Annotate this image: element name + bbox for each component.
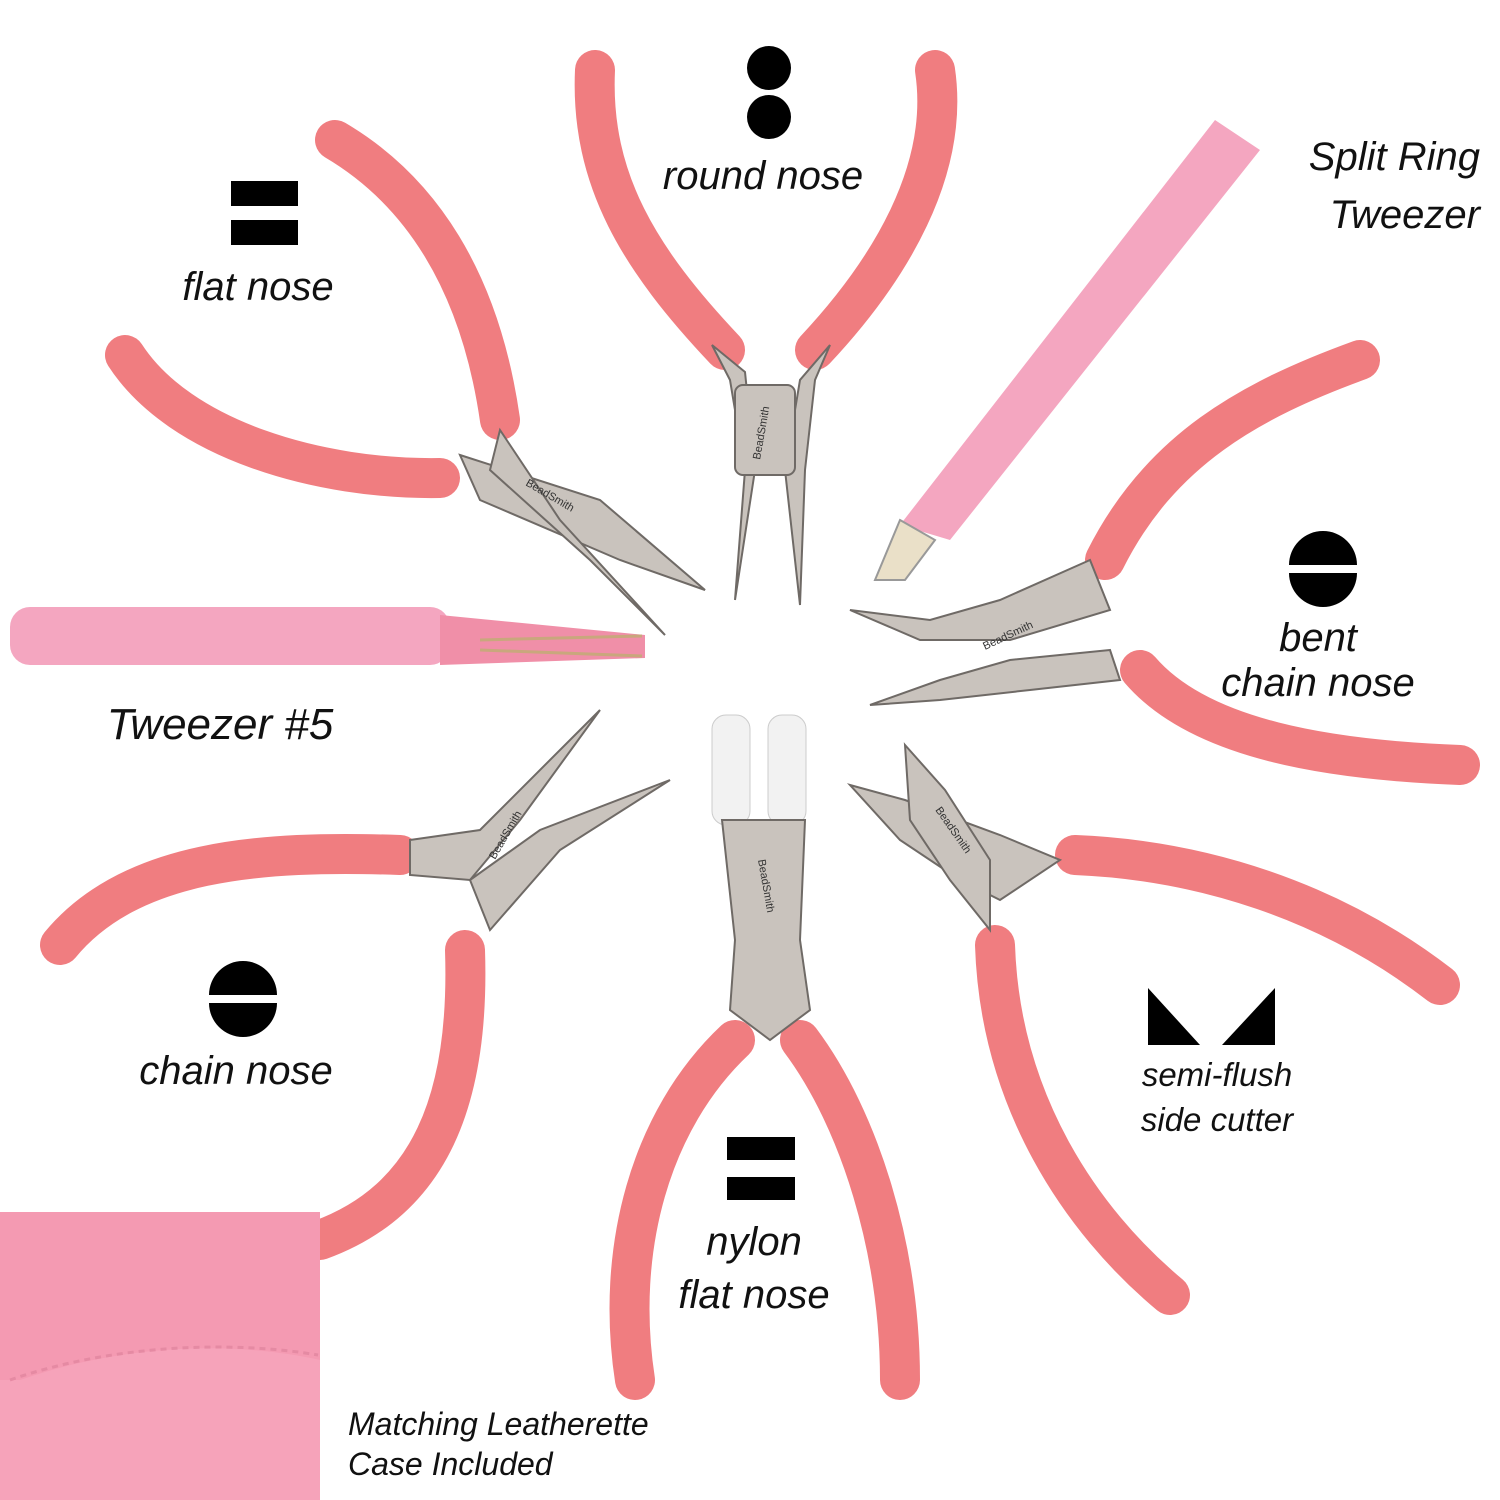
split-circle-icon bbox=[209, 961, 277, 1037]
two-circles-icon bbox=[747, 46, 791, 139]
flat-nose-pliers: BeadSmith bbox=[105, 120, 706, 636]
label-round-nose: round nose bbox=[662, 154, 864, 198]
label-line: nylon bbox=[706, 1220, 802, 1264]
label-split-ring-tweezer: Split Ring Tweezer bbox=[1309, 137, 1480, 235]
label-flat-nose: flat nose bbox=[182, 265, 334, 309]
label-chain-nose: chain nose bbox=[139, 1049, 333, 1093]
label-line: semi-flush bbox=[1141, 1056, 1293, 1093]
label-bent-chain-nose: bent chain nose bbox=[1221, 618, 1414, 703]
label-line: flat nose bbox=[678, 1273, 830, 1317]
label-line: side cutter bbox=[1140, 1101, 1294, 1138]
label-line: Tweezer bbox=[1329, 193, 1480, 237]
split-circle-icon bbox=[1289, 531, 1357, 607]
label-side-cutter: semi-flush side cutter bbox=[1141, 1058, 1293, 1136]
label-line: chain nose bbox=[1221, 661, 1415, 705]
split-ring-tweezer bbox=[873, 120, 1260, 581]
two-bars-icon bbox=[727, 1137, 795, 1200]
label-line: Case Included bbox=[348, 1446, 553, 1482]
chain-nose-pliers: BeadSmith bbox=[40, 709, 671, 1260]
bent-chain-nose-pliers: BeadSmith bbox=[849, 340, 1480, 785]
two-bars-icon bbox=[231, 181, 298, 245]
leatherette-case bbox=[0, 1212, 320, 1500]
label-line: Matching Leatherette bbox=[348, 1406, 649, 1442]
label-line: bent bbox=[1279, 616, 1357, 660]
semi-flush-side-cutter: BeadSmith bbox=[846, 742, 1460, 1315]
tweezer-5 bbox=[10, 607, 645, 665]
label-nylon-flat-nose: nylon flat nose bbox=[678, 1222, 829, 1315]
label-tweezer-5: Tweezer #5 bbox=[106, 700, 334, 749]
nylon-flat-nose-pliers: BeadSmith bbox=[609, 714, 920, 1400]
round-nose-pliers: BeadSmith bbox=[574, 50, 958, 606]
label-line: Split Ring bbox=[1308, 135, 1480, 179]
label-case: Matching Leatherette Case Included bbox=[348, 1408, 649, 1480]
two-triangles-icon bbox=[1148, 988, 1275, 1045]
